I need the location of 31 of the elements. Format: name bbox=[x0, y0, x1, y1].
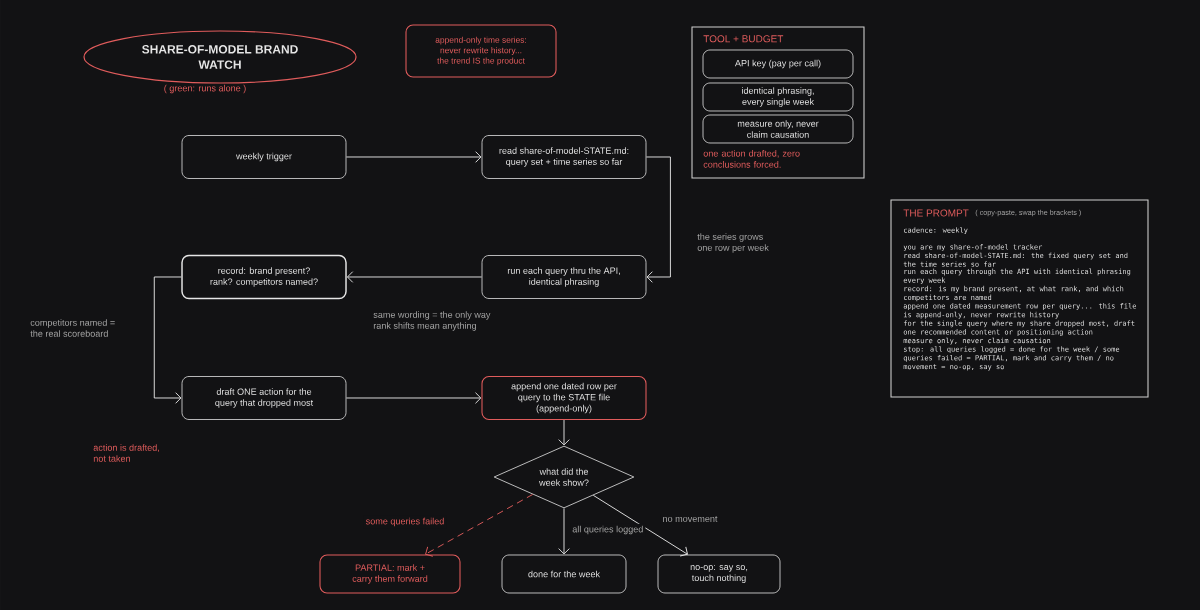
info-box: measure only, never claim causation bbox=[702, 114, 854, 144]
outcome-box: done for the week bbox=[501, 554, 627, 594]
panel-note: one action drafted, zero conclusions forced. bbox=[703, 150, 800, 168]
process-box: draft ONE action for the query that dropped most bbox=[181, 376, 347, 420]
process-box: weekly trigger bbox=[181, 135, 347, 179]
process-box: run each query thru the API, identical phrasing bbox=[481, 255, 647, 299]
note-text: competitors named = the real scoreboard bbox=[30, 319, 115, 337]
arrow bbox=[346, 271, 483, 283]
note-box: append-only time series: never rewrite history... the trend IS the product bbox=[405, 24, 557, 78]
arrow bbox=[558, 419, 570, 446]
panel-heading: TOOL + BUDGET bbox=[703, 35, 784, 43]
info-box: API key (pay per call) bbox=[702, 49, 854, 79]
edge-label: no movement bbox=[660, 514, 720, 524]
note-text: same wording = the only way rank shifts mean anything bbox=[373, 311, 491, 331]
prompt-heading: THE PROMPT bbox=[903, 209, 969, 217]
arrow bbox=[558, 507, 570, 555]
arrow bbox=[645, 156, 671, 283]
process-box: append one dated row per query to the STATE file (append-only) bbox=[481, 375, 647, 421]
note-text: the series grows one row per week bbox=[697, 233, 769, 253]
process-box: record: brand present? rank? competitors named? bbox=[181, 254, 347, 300]
outcome-box: no-op: say so, touch nothing bbox=[657, 554, 781, 594]
arrow bbox=[592, 494, 688, 557]
arrow bbox=[345, 151, 482, 163]
dashed-arrow bbox=[425, 493, 534, 557]
info-box: identical phrasing, every single week bbox=[702, 82, 854, 112]
process-box: read share-of-model-STATE.md: query set + time series so far bbox=[481, 135, 647, 179]
arrow bbox=[153, 276, 182, 404]
note-text: action is drafted, not taken bbox=[93, 444, 159, 462]
outcome-box: PARTIAL: mark + carry them forward bbox=[319, 554, 461, 594]
arrow bbox=[345, 392, 482, 404]
note-text: ( green: runs alone ) bbox=[164, 84, 246, 94]
